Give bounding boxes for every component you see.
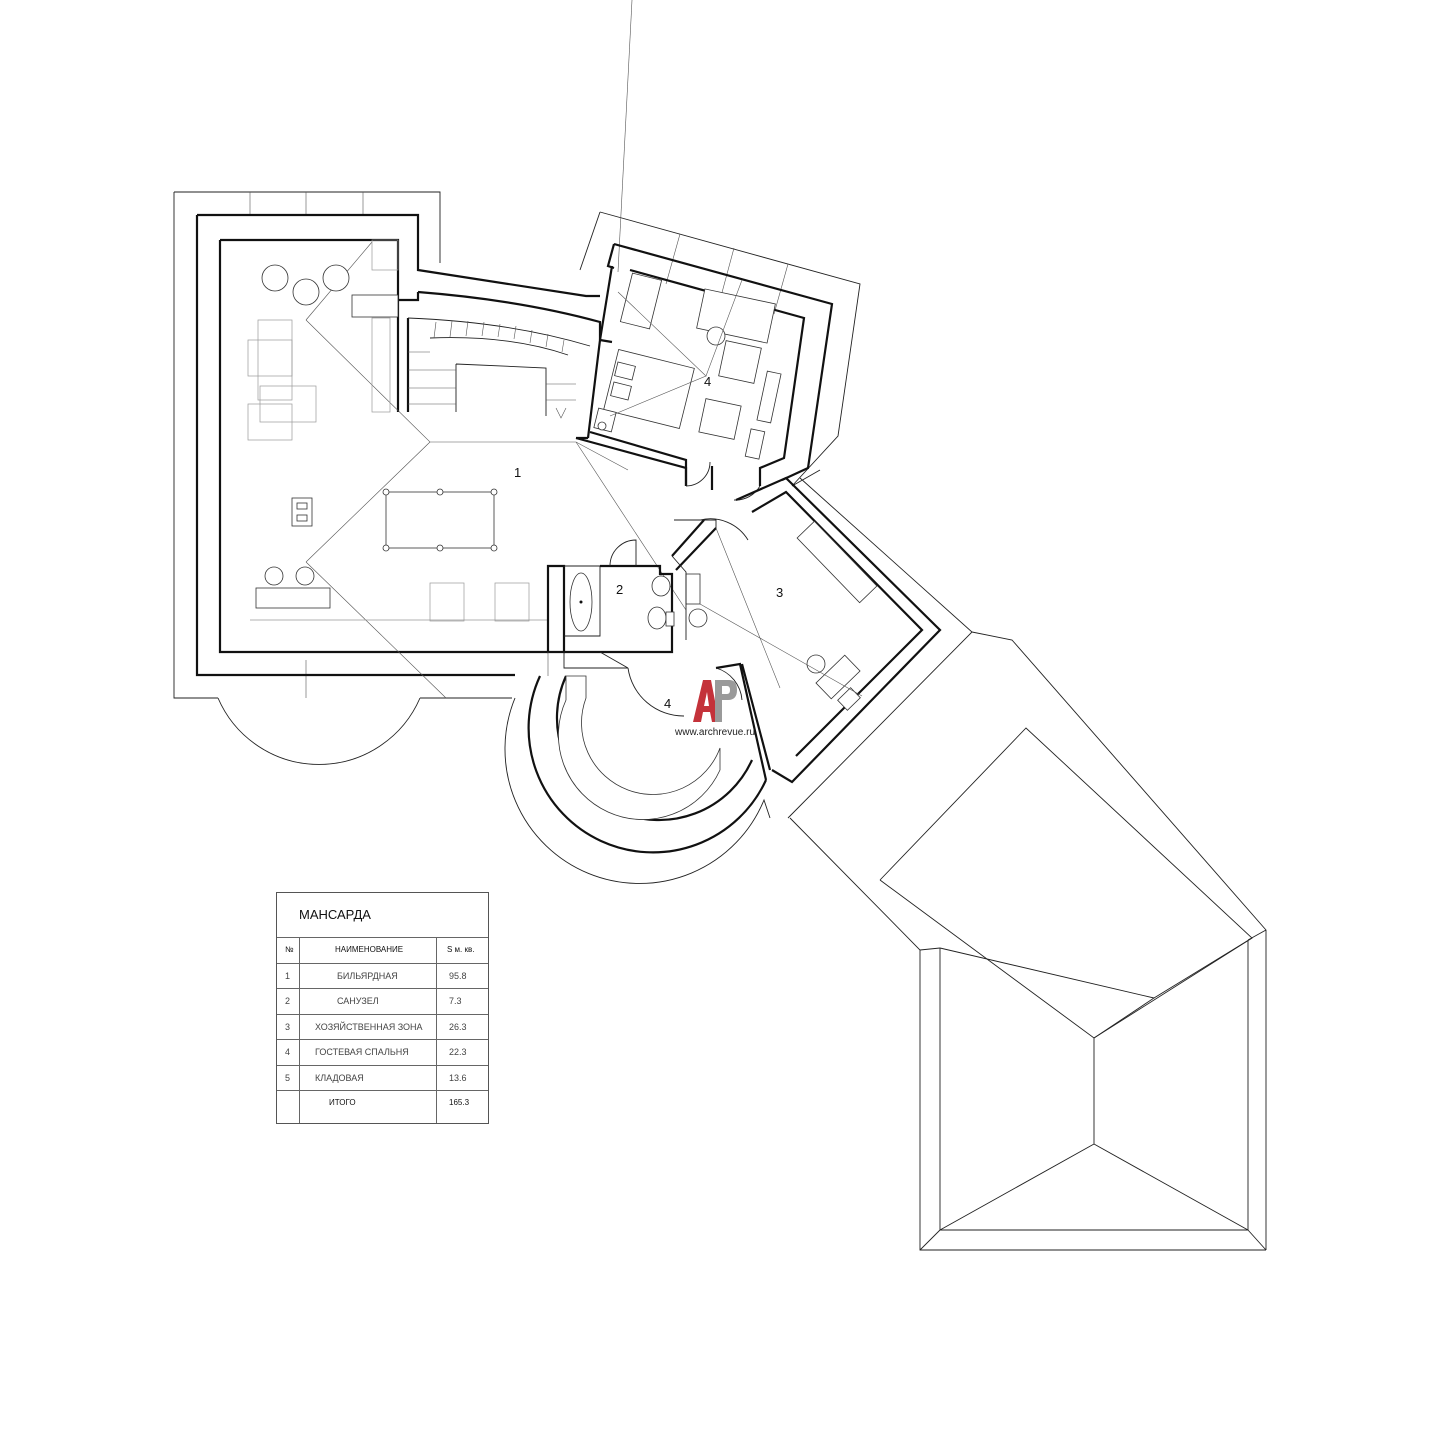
- row-area: 13.6: [449, 1072, 467, 1083]
- row-name: ГОСТЕВАЯ СПАЛЬНЯ: [315, 1047, 409, 1057]
- total-label: ИТОГО: [329, 1098, 356, 1107]
- row-area: 95.8: [449, 970, 467, 981]
- garage-roof: [789, 631, 1267, 1251]
- row-name: КЛАДОВАЯ: [315, 1072, 364, 1083]
- table-row: 1 БИЛЬЯРДНАЯ 95.8: [277, 962, 488, 989]
- table-row: 5 КЛАДОВАЯ 13.6: [277, 1064, 488, 1091]
- rounded-bay: [504, 652, 772, 884]
- bathroom: [546, 539, 708, 669]
- table-row: 4 ГОСТЕВАЯ СПАЛЬНЯ 22.3: [277, 1039, 488, 1065]
- room-label-1: 1: [514, 465, 521, 480]
- room-label-4-bedroom: 4: [704, 374, 711, 389]
- left-wing-walls: [195, 213, 688, 677]
- staircase: [407, 317, 591, 419]
- table-row: 3 ХОЗЯЙСТВЕННАЯ ЗОНА 26.3: [277, 1013, 488, 1040]
- table-header-row: № НАИМЕНОВАНИЕ S м. кв.: [277, 937, 488, 963]
- row-no: 2: [285, 996, 291, 1006]
- utility-zone: [671, 476, 973, 819]
- room-label-4-bay: 4: [664, 696, 671, 711]
- table-title: МАНСАРДА: [299, 907, 371, 922]
- header-area: S м. кв.: [447, 945, 475, 954]
- table-row: 2 САНУЗЕЛ 7.3: [277, 988, 488, 1014]
- watermark-url: www.archrevue.ru: [675, 727, 756, 738]
- room-label-3: 3: [776, 585, 783, 600]
- header-name: НАИМЕНОВАНИЕ: [335, 945, 404, 954]
- table-body: № НАИМЕНОВАНИЕ S м. кв. 1 БИЛЬЯРДНАЯ 95.…: [277, 937, 488, 1116]
- roof-hip-lines: [305, 241, 687, 699]
- row-name: ХОЗЯЙСТВЕННАЯ ЗОНА: [315, 1021, 423, 1032]
- room-schedule-table: МАНСАРДА № НАИМЕНОВАНИЕ S м. кв. 1 БИЛЬЯ…: [276, 892, 489, 1124]
- table-divider: [299, 937, 300, 1123]
- row-area: 7.3: [449, 996, 462, 1006]
- room-label-2: 2: [616, 582, 623, 597]
- row-no: 5: [285, 1072, 291, 1083]
- archrevue-logo: [693, 680, 737, 722]
- row-name: САНУЗЕЛ: [337, 996, 379, 1006]
- logo-letter-p: [715, 680, 737, 722]
- header-no: №: [285, 945, 294, 954]
- table-divider: [436, 937, 437, 1123]
- row-area: 26.3: [449, 1021, 467, 1032]
- row-no: 1: [285, 970, 291, 981]
- guest-bedroom-top: [579, 0, 861, 501]
- row-area: 22.3: [449, 1047, 467, 1057]
- row-name: БИЛЬЯРДНАЯ: [337, 970, 398, 981]
- table-total-row: ИТОГО 165.3: [277, 1090, 488, 1116]
- left-wing-roof-outline: [173, 191, 512, 765]
- billiard-room-furniture: [247, 239, 548, 622]
- logo-letter-a: [693, 680, 719, 722]
- row-no: 4: [285, 1047, 291, 1057]
- total-area: 165.3: [449, 1098, 470, 1107]
- row-no: 3: [285, 1021, 291, 1032]
